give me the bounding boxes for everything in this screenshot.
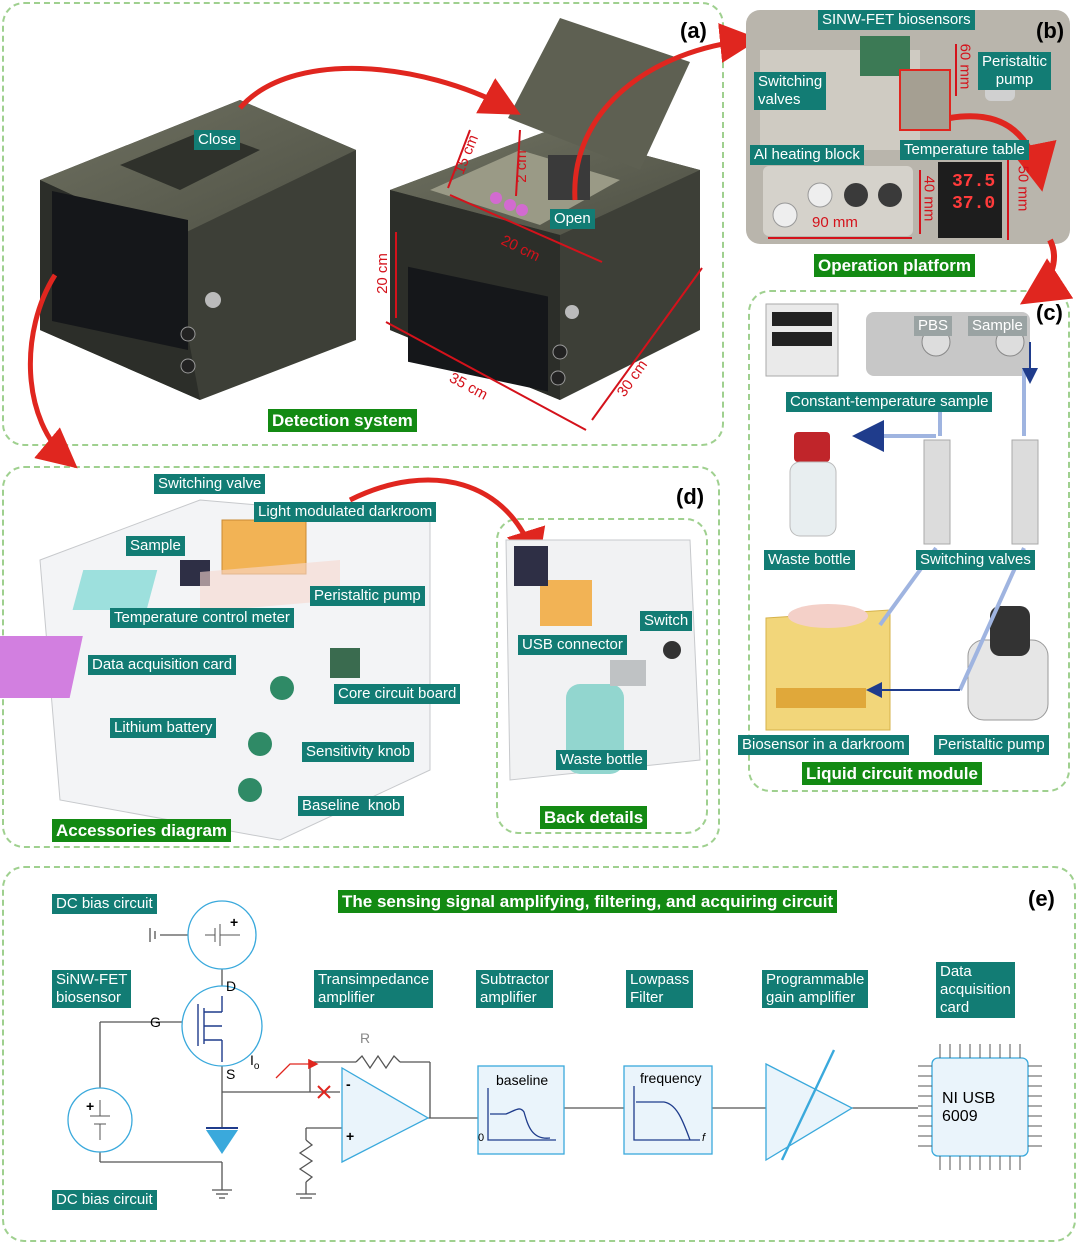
chip-pins — [918, 1044, 1042, 1170]
c-sample-label: Sample — [968, 316, 1027, 336]
d-peristaltic-pump-label: Peristaltic pump — [310, 586, 425, 606]
c-switching-valves-label: Switching valves — [916, 550, 1035, 570]
b-dim-90mm: 90 mm — [812, 214, 858, 231]
dimension-lines-a — [385, 129, 703, 431]
opamp-minus: - — [346, 1076, 351, 1092]
d-back-waste-label: Waste bottle — [556, 750, 647, 770]
e-pga-label: Programmable gain amplifier — [762, 970, 869, 1008]
panel-a-tag: (a) — [680, 18, 707, 43]
e-dc-bias-bottom-label: DC bias circuit — [52, 1190, 157, 1210]
operation-platform-photo — [746, 10, 1070, 244]
back-details-title: Back details — [540, 806, 648, 829]
d-sensitivity-knob-label: Sensitivity knob — [302, 742, 415, 762]
panel-c-frame — [748, 290, 1070, 792]
frequency-plot-label: frequency — [640, 1070, 702, 1086]
d-baseline-knob-label: Baseline knob — [298, 796, 405, 816]
b-heating-label: Al heating block — [750, 145, 864, 165]
c-biosensor-darkroom-label: Biosensor in a darkroom — [738, 735, 909, 755]
d-daq-card-label: Data acquisition card — [88, 655, 237, 675]
accessories-diagram-title: Accessories diagram — [52, 819, 232, 842]
e-sinw-label: SiNW-FET biosensor — [52, 970, 132, 1008]
opamp-plus: + — [346, 1128, 355, 1144]
liquid-circuit-title: Liquid circuit module — [802, 762, 982, 785]
b-valves-label: Switching valves — [754, 72, 827, 110]
pin-g: G — [150, 1014, 161, 1030]
daq-chip-text: NI USB 6009 — [942, 1090, 996, 1125]
open-label: Open — [550, 209, 595, 229]
current-io: Io — [250, 1052, 259, 1072]
c-waste-bottle-label: Waste bottle — [764, 550, 855, 570]
to-back-details-arrow — [348, 477, 546, 570]
pin-s: S — [226, 1066, 236, 1082]
circuit-wires — [99, 928, 918, 1199]
dc-bias-top-plus: + — [230, 914, 239, 930]
b-dim-50mm: 50 mm — [1014, 165, 1032, 212]
current-io-main: I — [250, 1052, 254, 1068]
d-temp-meter-label: Temperature control meter — [110, 608, 294, 628]
c-peristaltic-pump-label: Peristaltic pump — [934, 735, 1049, 755]
b-temp-table-label: Temperature table — [900, 140, 1029, 160]
panel-e-frame — [2, 866, 1076, 1242]
baseline-plot-zero: 0 — [478, 1132, 485, 1144]
current-io-sub: o — [253, 1060, 260, 1072]
dimension-lines-b — [768, 44, 1009, 240]
b-dim-40mm: 40 mm — [920, 175, 938, 222]
power-button-icon — [205, 292, 221, 308]
back-details-illustration — [505, 539, 701, 781]
c-constant-temp-label: Constant-temperature sample — [786, 392, 993, 412]
panel-d-back-frame — [496, 518, 708, 834]
pin-d: D — [226, 978, 237, 994]
dc-bias-bottom-plus: + — [86, 1098, 95, 1114]
baseline-plot-label: baseline — [496, 1072, 549, 1088]
resistor-r: R — [360, 1030, 371, 1046]
b-sinw-label: SINW-FET biosensors — [818, 10, 975, 30]
d-switching-valve-label: Switching valve — [154, 474, 266, 494]
to-panel-b-arrow — [572, 23, 760, 201]
operation-platform-title: Operation platform — [814, 254, 976, 277]
dim-2cm: 2 cm — [512, 150, 530, 183]
open-device — [390, 18, 700, 400]
temp-display-2: 37.0 — [952, 194, 996, 214]
d-usb-label: USB connector — [518, 635, 627, 655]
panel-e-tag: (e) — [1028, 886, 1055, 911]
e-lowpass-label: Lowpass Filter — [626, 970, 694, 1008]
panel-d-tag: (d) — [676, 484, 705, 509]
c-pbs-label: PBS — [914, 316, 953, 336]
d-switch-label: Switch — [640, 611, 693, 631]
panel-b-tag: (b) — [1036, 18, 1065, 43]
detection-system-title: Detection system — [268, 409, 417, 432]
e-tia-label: Transimpedance amplifier — [314, 970, 434, 1008]
to-panel-d-arrow — [27, 273, 78, 469]
close-to-open-arrow — [238, 66, 521, 115]
temp-display-1: 37.5 — [952, 172, 996, 192]
e-subtractor-label: Subtractor amplifier — [476, 970, 554, 1008]
liquid-circuit-illustration — [765, 303, 1049, 731]
circuit-title: The sensing signal amplifying, filtering… — [338, 890, 838, 913]
frequency-plot-f: f — [702, 1132, 706, 1144]
e-dc-bias-top-label: DC bias circuit — [52, 894, 157, 914]
close-label: Close — [194, 130, 241, 150]
panel-c-tag: (c) — [1036, 300, 1063, 325]
d-lithium-battery-label: Lithium battery — [110, 718, 217, 738]
e-daq-label: Data acquisition card — [936, 962, 1015, 1018]
d-sample-label: Sample — [126, 536, 185, 556]
b-pump-label: Peristaltic pump — [978, 52, 1052, 90]
to-panel-c-arrow — [1019, 238, 1074, 305]
circuit-components — [67, 900, 1029, 1164]
dim-20cm-height: 20 cm — [373, 253, 391, 294]
panel-a-frame — [2, 2, 724, 446]
b-dim-60mm: 60 mm — [956, 43, 974, 90]
d-darkroom-label: Light modulated darkroom — [254, 502, 437, 522]
d-core-board-label: Core circuit board — [334, 684, 461, 704]
